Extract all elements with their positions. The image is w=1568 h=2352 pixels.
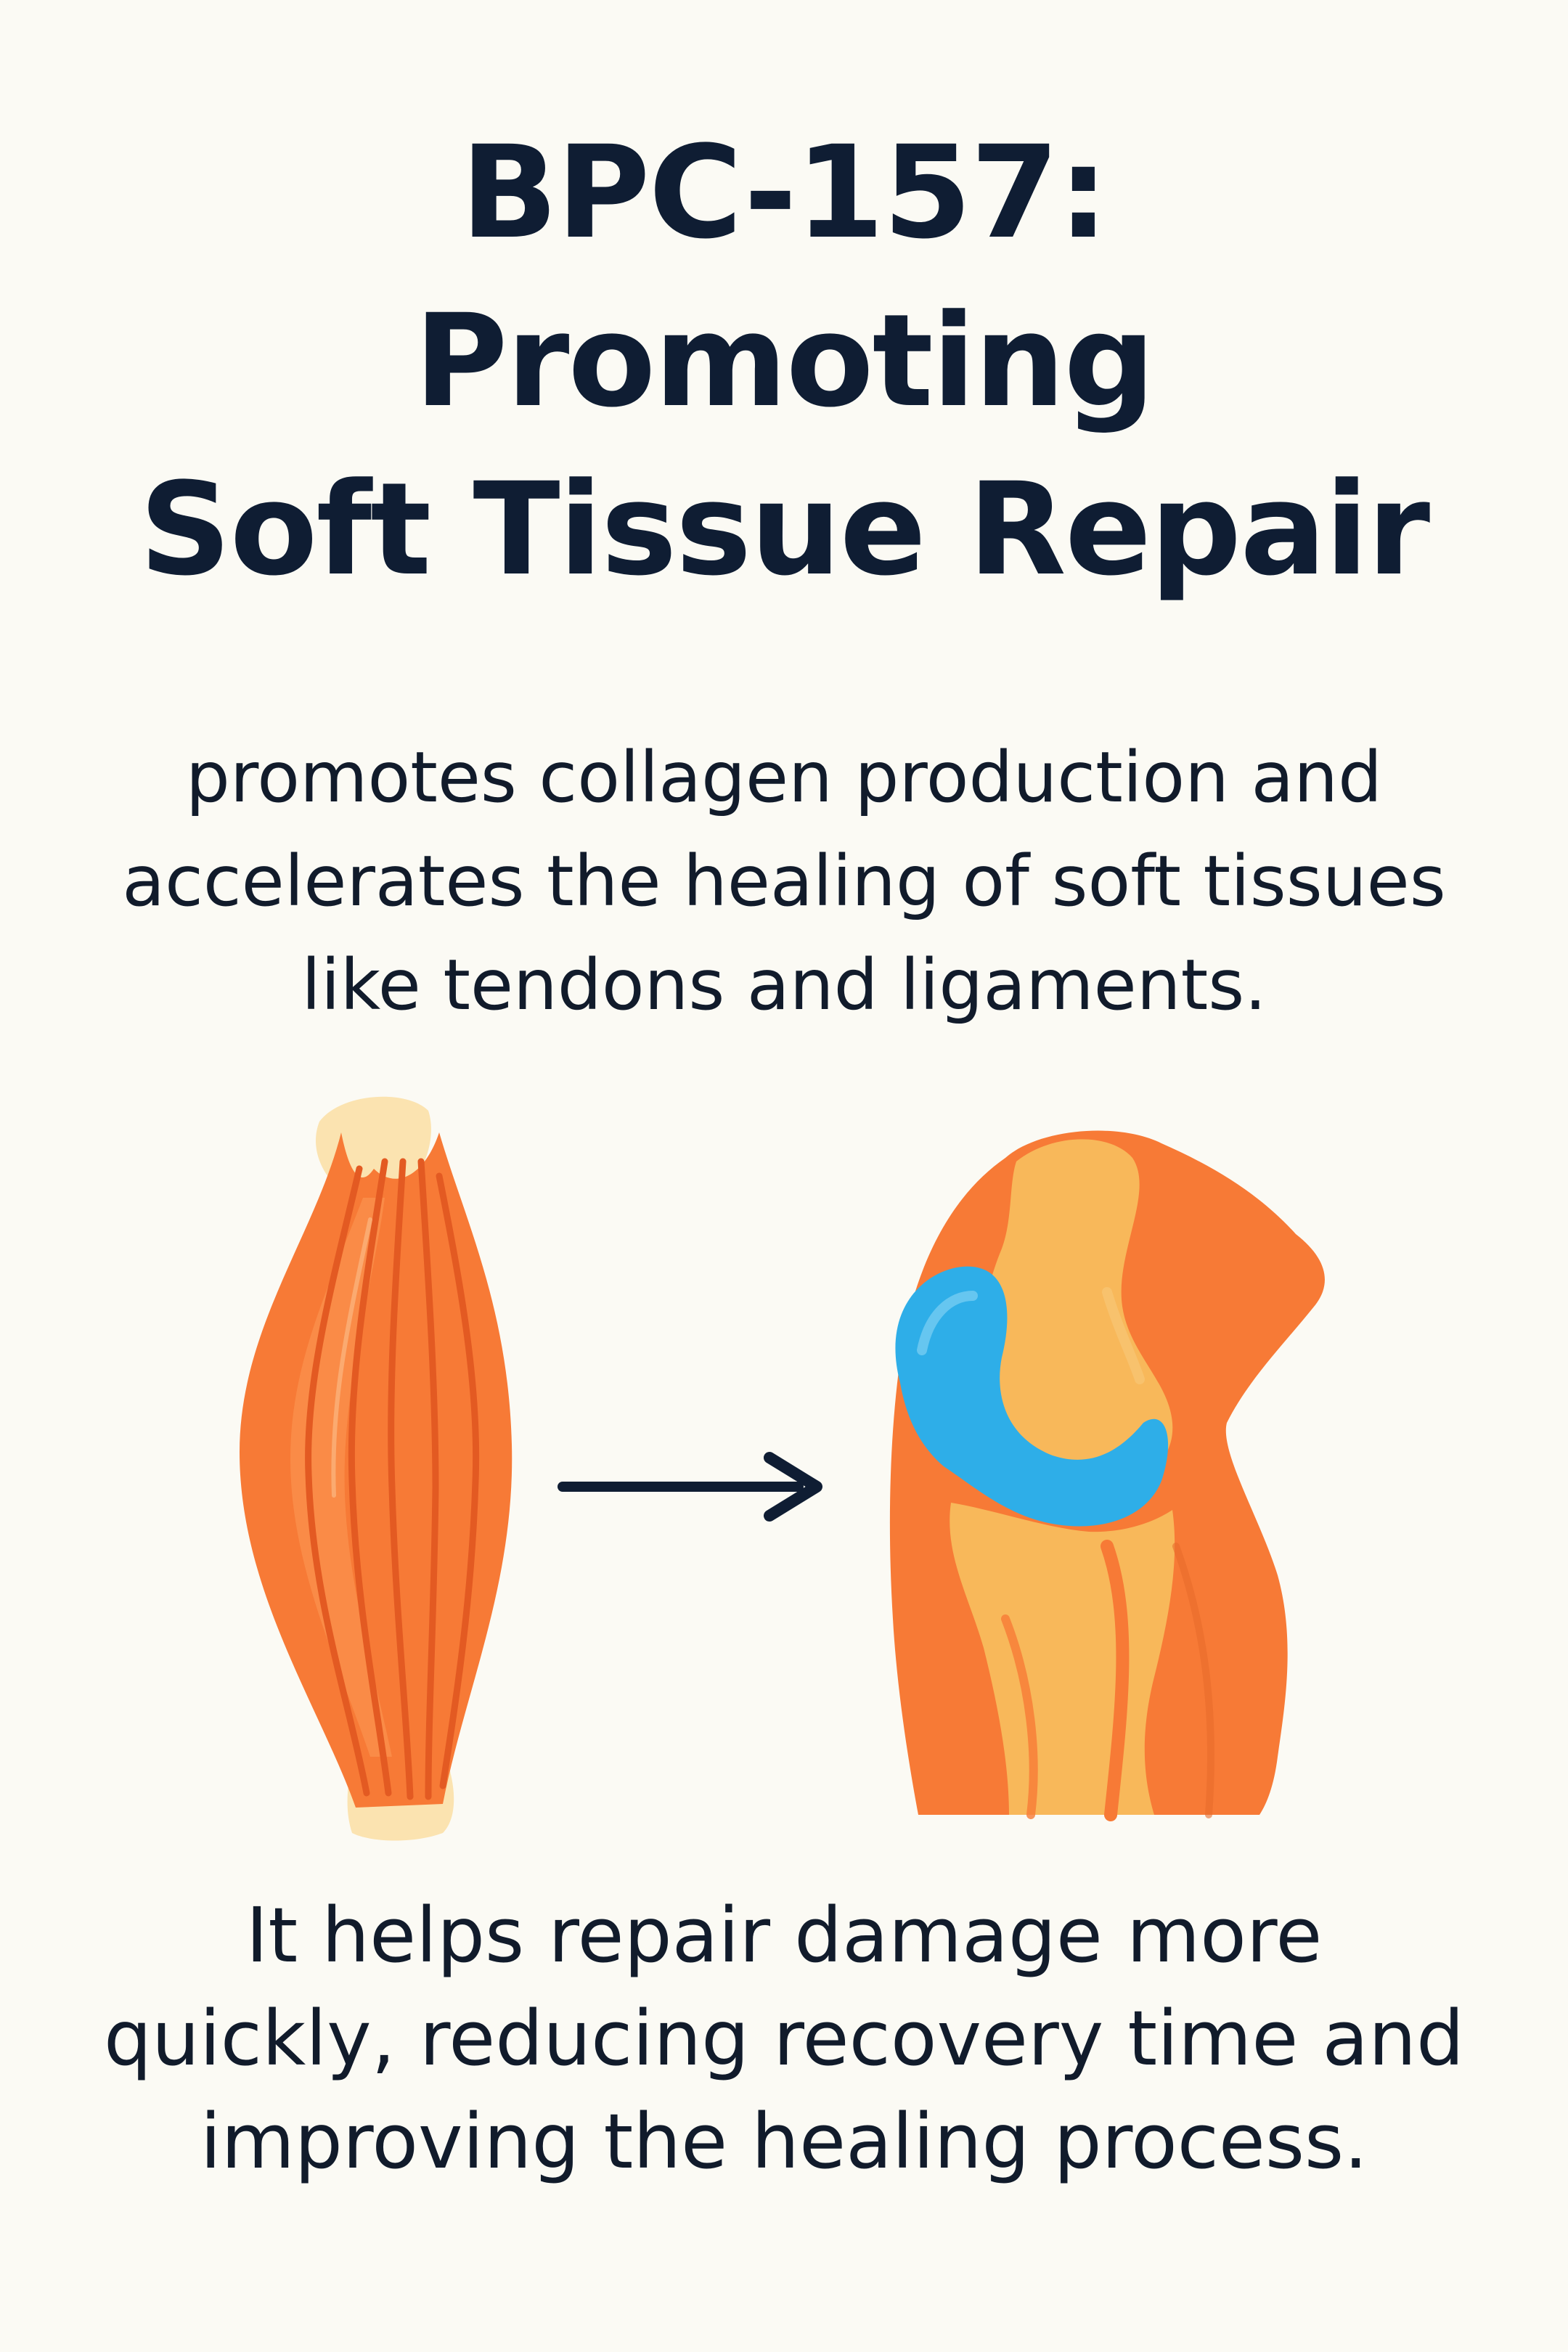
conclusion-text: It helps repair damage more quickly, red…	[0, 1884, 1568, 2193]
intro-line-3: like tendons and ligaments.	[301, 944, 1267, 1026]
conclusion-line-2: quickly, reducing recovery time and	[103, 1994, 1465, 2083]
title-line-2: Promoting	[414, 287, 1156, 436]
intro-text: promotes collagen production and acceler…	[0, 726, 1568, 1037]
title-line-1: BPC-157:	[460, 118, 1108, 267]
conclusion-line-1: It helps repair damage more	[245, 1891, 1323, 1980]
page-title: BPC-157: Promoting Soft Tissue Repair	[0, 109, 1568, 614]
illustration	[0, 1074, 1568, 1858]
muscle-icon	[240, 1096, 513, 1841]
conclusion-line-3: improving the healing process.	[200, 2097, 1368, 2186]
arrow-right-icon	[558, 1452, 822, 1522]
knee-joint-icon	[889, 1130, 1325, 1821]
intro-line-2: accelerates the healing of soft tissues	[122, 841, 1446, 922]
intro-line-1: promotes collagen production and	[185, 737, 1383, 818]
title-line-3: Soft Tissue Repair	[139, 455, 1430, 604]
